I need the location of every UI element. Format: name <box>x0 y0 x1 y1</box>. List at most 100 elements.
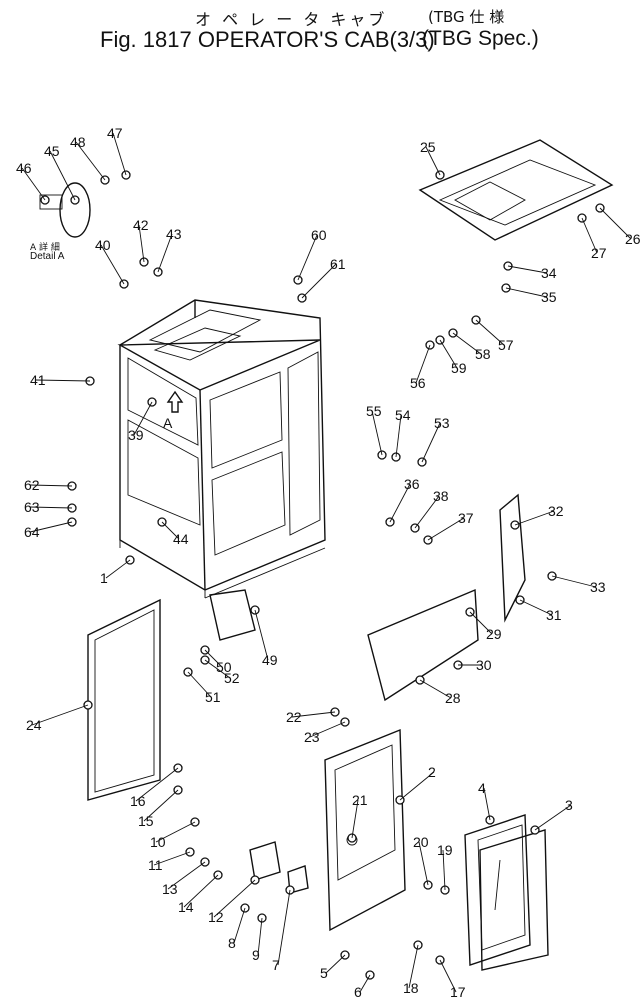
figure-title-japanese: オ ペ レ ー タ キャブ <box>195 10 388 29</box>
hinge-plates <box>249 841 309 894</box>
part-4-leader <box>483 787 491 821</box>
part-2-label: 2 <box>428 764 436 780</box>
part-9-label: 9 <box>252 947 260 963</box>
part-26-leader <box>599 207 632 240</box>
cab-frame <box>117 299 326 599</box>
part-64-label: 64 <box>24 524 40 540</box>
part-41-label: 41 <box>30 372 46 388</box>
part-63-leader <box>29 506 73 509</box>
part-5-leader <box>325 954 346 974</box>
part-9-leader <box>257 917 263 956</box>
part-8-label: 8 <box>228 935 236 951</box>
part-62-leader <box>29 484 73 487</box>
part-59-label: 59 <box>451 360 467 376</box>
part-26-label: 26 <box>625 231 641 247</box>
part-17-leader <box>439 959 457 993</box>
part-51-leader <box>187 671 212 698</box>
part-11-label: 11 <box>148 857 163 873</box>
part-54-label: 54 <box>395 407 411 423</box>
part-40-label: 40 <box>95 237 111 253</box>
part-48-label: 48 <box>70 134 86 150</box>
part-58-leader <box>452 332 482 355</box>
part-54-leader <box>395 414 402 458</box>
part-21-label: 21 <box>352 792 368 808</box>
part-3-leader <box>534 804 572 831</box>
part-39-leader <box>133 401 153 436</box>
spec-label-japanese: (TBG 仕 様 <box>428 8 505 26</box>
part-18-leader <box>408 944 419 989</box>
part-20-label: 20 <box>413 834 429 850</box>
part-12-label: 12 <box>208 909 224 925</box>
part-32-label: 32 <box>548 503 564 519</box>
detail-a-label-japanese: A 詳 細 <box>30 243 60 253</box>
part-22-label: 22 <box>286 709 302 725</box>
part-42-label: 42 <box>133 217 149 233</box>
part-47-label: 47 <box>107 125 123 141</box>
door <box>324 728 406 932</box>
part-12-leader <box>213 879 256 918</box>
part-29-label: 29 <box>486 626 502 642</box>
part-60-leader <box>297 234 318 281</box>
part-48-leader <box>75 141 106 181</box>
part-24-label: 24 <box>26 717 42 733</box>
small-door-panel <box>499 493 526 623</box>
part-10-leader <box>155 821 196 843</box>
part-15-label: 15 <box>138 813 154 829</box>
part-17-label: 17 <box>450 984 466 999</box>
part-41-leader <box>35 379 91 382</box>
part-27-leader <box>581 217 598 254</box>
part-46-leader <box>21 167 46 201</box>
part-31-leader <box>519 599 553 616</box>
part-6-leader <box>359 974 371 993</box>
part-57-leader <box>475 319 505 346</box>
part-61-leader <box>301 263 337 299</box>
part-57-label: 57 <box>498 337 514 353</box>
part-11-leader <box>153 851 191 866</box>
part-64-leader <box>29 521 73 533</box>
part-14-label: 14 <box>178 899 194 915</box>
part-35-label: 35 <box>541 289 557 305</box>
part-28-label: 28 <box>445 690 461 706</box>
part-45-label: 45 <box>44 143 60 159</box>
part-38-leader <box>414 495 440 529</box>
part-8-leader <box>233 907 246 944</box>
part-42-leader <box>138 224 145 263</box>
part-20-leader <box>418 841 429 886</box>
part-35-leader <box>505 287 548 298</box>
sliding-window <box>464 814 549 971</box>
part-10-label: 10 <box>150 834 166 850</box>
part-24-leader <box>31 704 89 726</box>
part-37-leader <box>427 517 465 541</box>
part-29-leader <box>469 611 493 635</box>
part-44-label: 44 <box>173 531 189 547</box>
part-3-label: 3 <box>565 797 573 813</box>
part-19-leader <box>442 849 446 891</box>
part-56-leader <box>415 344 431 384</box>
part-45-leader <box>49 150 76 201</box>
part-4-label: 4 <box>478 780 486 796</box>
part-16-leader <box>135 767 179 802</box>
part-27-label: 27 <box>591 245 607 261</box>
part-23-label: 23 <box>304 729 320 745</box>
part-28-leader <box>419 679 452 699</box>
part-5-label: 5 <box>320 965 328 981</box>
figure-title: Fig. 1817 OPERATOR'S CAB(3/3) <box>100 27 435 52</box>
fasteners <box>40 170 605 980</box>
part-1-label: 1 <box>100 570 108 586</box>
part-62-label: 62 <box>24 477 40 493</box>
part-13-label: 13 <box>162 881 178 897</box>
part-22-leader <box>291 711 336 718</box>
part-6-label: 6 <box>354 984 362 999</box>
part-23-leader <box>309 721 346 738</box>
part-56-label: 56 <box>410 375 426 391</box>
part-63-label: 63 <box>24 499 40 515</box>
window-seal <box>87 598 161 801</box>
part-25-label: 25 <box>420 139 436 155</box>
part-15-leader <box>143 789 179 822</box>
part-7-leader <box>277 889 291 966</box>
part-19-label: 19 <box>437 842 453 858</box>
part-47-leader <box>112 132 127 176</box>
leader-lines <box>21 132 632 993</box>
arrow-a-label: A <box>163 415 173 431</box>
